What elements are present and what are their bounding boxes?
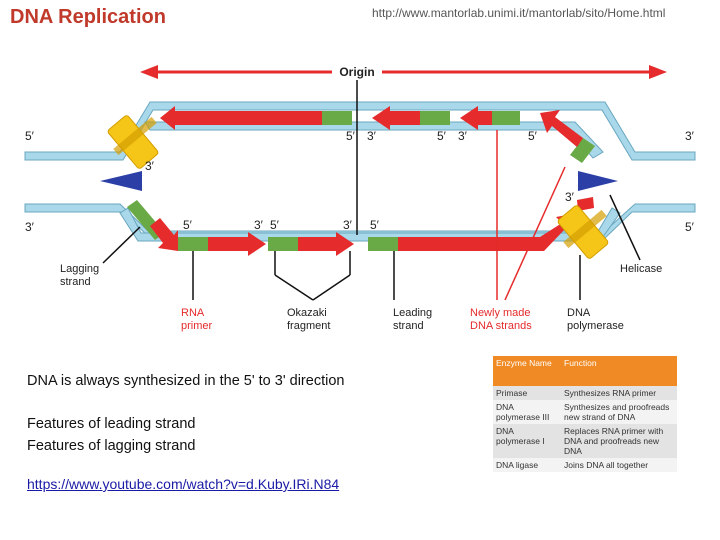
okazaki-fragment-label: Okazaki	[287, 307, 327, 319]
header-function: Function	[561, 356, 677, 386]
dna-polymerase-label: polymerase	[567, 320, 624, 332]
end-label: 3′	[343, 218, 353, 232]
lagging-strand-label: strand	[60, 276, 91, 288]
newly-made-label: Newly made	[470, 307, 531, 319]
top-primer-1	[322, 111, 352, 125]
bottom-primer-1	[178, 237, 208, 251]
end-label: 3′	[565, 190, 575, 204]
rna-primer-label: RNA	[181, 307, 205, 319]
end-label: 3′	[145, 159, 155, 173]
table-row: DNA polymerase I Replaces RNA primer wit…	[493, 424, 677, 458]
top-primer-2	[420, 111, 450, 125]
table-row: DNA polymerase III Synthesizes and proof…	[493, 400, 677, 424]
end-labels: 5′ 3′ 3′ 5′ 3′ 3′ 5′ 3′ 5′ 3′ 5′ 5′ 3′ 5…	[25, 129, 695, 234]
function-cell: Replaces RNA primer with DNA and proofre…	[561, 424, 677, 458]
end-label: 3′	[254, 218, 264, 232]
top-fragment-2	[372, 106, 420, 130]
bottom-fragment-1	[208, 232, 266, 256]
annotation-labels: Lagging strand Helicase RNA primer Okaza…	[60, 263, 662, 332]
end-label: 3′	[25, 220, 35, 234]
end-label: 3′	[458, 129, 468, 143]
end-label: 3′	[685, 129, 695, 143]
function-cell: Joins DNA all together	[561, 458, 677, 472]
features-leading: Features of leading strand	[27, 416, 196, 432]
top-fragment-4	[540, 110, 583, 147]
bottom-new-strands	[127, 200, 578, 256]
enzyme-table: Enzyme Name Function Primase Synthesizes…	[493, 356, 677, 472]
end-label: 5′	[346, 129, 356, 143]
leading-strand-label: Leading	[393, 307, 432, 319]
top-fragment-3	[460, 106, 492, 130]
leading-strand-arrow	[398, 213, 578, 251]
top-primer-4	[570, 138, 595, 163]
pointer-lines	[102, 80, 641, 301]
enzyme-cell: DNA ligase	[493, 458, 561, 472]
bottom-right-enzyme	[557, 197, 609, 259]
newly-made-label: DNA strands	[470, 320, 532, 332]
bottom-primer-2	[268, 237, 298, 251]
table-row: Primase Synthesizes RNA primer	[493, 386, 677, 400]
enzyme-cell: DNA polymerase I	[493, 424, 561, 458]
direction-statement: DNA is always synthesized in the 5' to 3…	[27, 373, 345, 389]
dna-polymerase-label: DNA	[567, 307, 591, 319]
leading-strand-label: strand	[393, 320, 424, 332]
source-url[interactable]: http://www.mantorlab.unimi.it/mantorlab/…	[372, 6, 666, 20]
pointer-lines-red	[496, 130, 566, 301]
table-row: DNA ligase Joins DNA all together	[493, 458, 677, 472]
end-label: 5′	[370, 218, 380, 232]
end-label: 5′	[25, 129, 35, 143]
okazaki-fragment-label: fragment	[287, 320, 330, 332]
origin-arrow: Origin	[140, 63, 667, 80]
bottom-primer-3	[368, 237, 398, 251]
top-left-enzyme	[107, 115, 159, 169]
enzyme-cell: DNA polymerase III	[493, 400, 561, 424]
function-cell: Synthesizes and proofreads new strand of…	[561, 400, 677, 424]
helicase-label: Helicase	[620, 263, 662, 275]
enzyme-cell: Primase	[493, 386, 561, 400]
lagging-strand-label: Lagging	[60, 263, 99, 275]
top-new-strands	[160, 106, 595, 163]
end-label: 5′	[685, 220, 695, 234]
bottom-left-fragment	[150, 218, 178, 251]
video-link[interactable]: https://www.youtube.com/watch?v=d.Kuby.I…	[27, 476, 340, 492]
helicase-wedge-right	[578, 171, 618, 191]
end-label: 5′	[270, 218, 280, 232]
function-cell: Synthesizes RNA primer	[561, 386, 677, 400]
slide-title: DNA Replication	[10, 6, 166, 28]
dna-replication-diagram: Origin	[24, 63, 696, 332]
header-enzyme-name: Enzyme Name	[493, 356, 561, 386]
end-label: 5′	[528, 129, 538, 143]
top-fragment-1	[160, 106, 352, 130]
template-top-outer	[24, 101, 696, 161]
rna-primer-label: primer	[181, 320, 213, 332]
end-label: 5′	[183, 218, 193, 232]
end-label: 3′	[367, 129, 377, 143]
table-header-row: Enzyme Name Function	[493, 356, 677, 386]
end-label: 5′	[437, 129, 447, 143]
features-lagging: Features of lagging strand	[27, 438, 196, 454]
top-primer-3	[492, 111, 520, 125]
bottom-fragment-2	[298, 232, 354, 256]
helicase-wedge-left	[100, 171, 142, 191]
origin-label: Origin	[339, 65, 374, 79]
